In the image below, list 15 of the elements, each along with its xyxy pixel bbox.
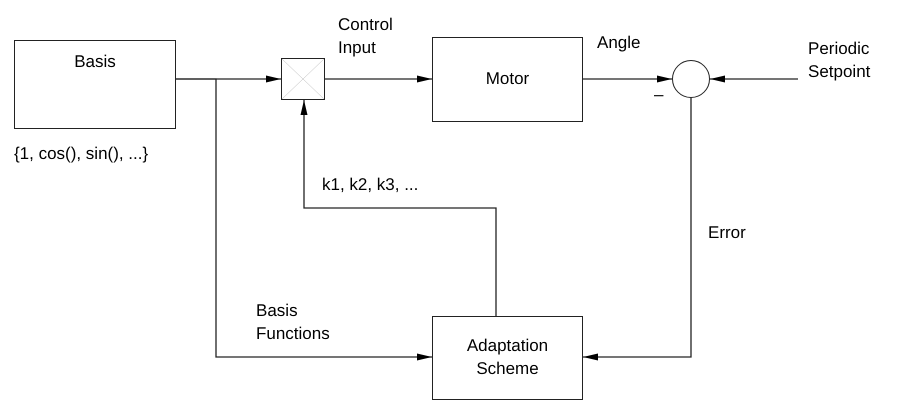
connector-arrow (300, 100, 497, 316)
connector-arrow (325, 76, 432, 82)
connector-arrow (176, 78, 432, 360)
block-label: Adaptation Scheme (466, 335, 550, 380)
block-label: Motor (486, 68, 530, 90)
input-label: Periodic Setpoint (808, 38, 898, 84)
multiplier-box (281, 58, 325, 100)
connector-arrow (583, 76, 672, 82)
block-box (432, 37, 583, 122)
block-box (14, 40, 176, 129)
block-label: Basis (74, 51, 116, 73)
block-box (432, 316, 583, 400)
connector-arrow (710, 76, 799, 82)
connector-arrow (583, 98, 692, 360)
summing-junction (672, 60, 710, 98)
